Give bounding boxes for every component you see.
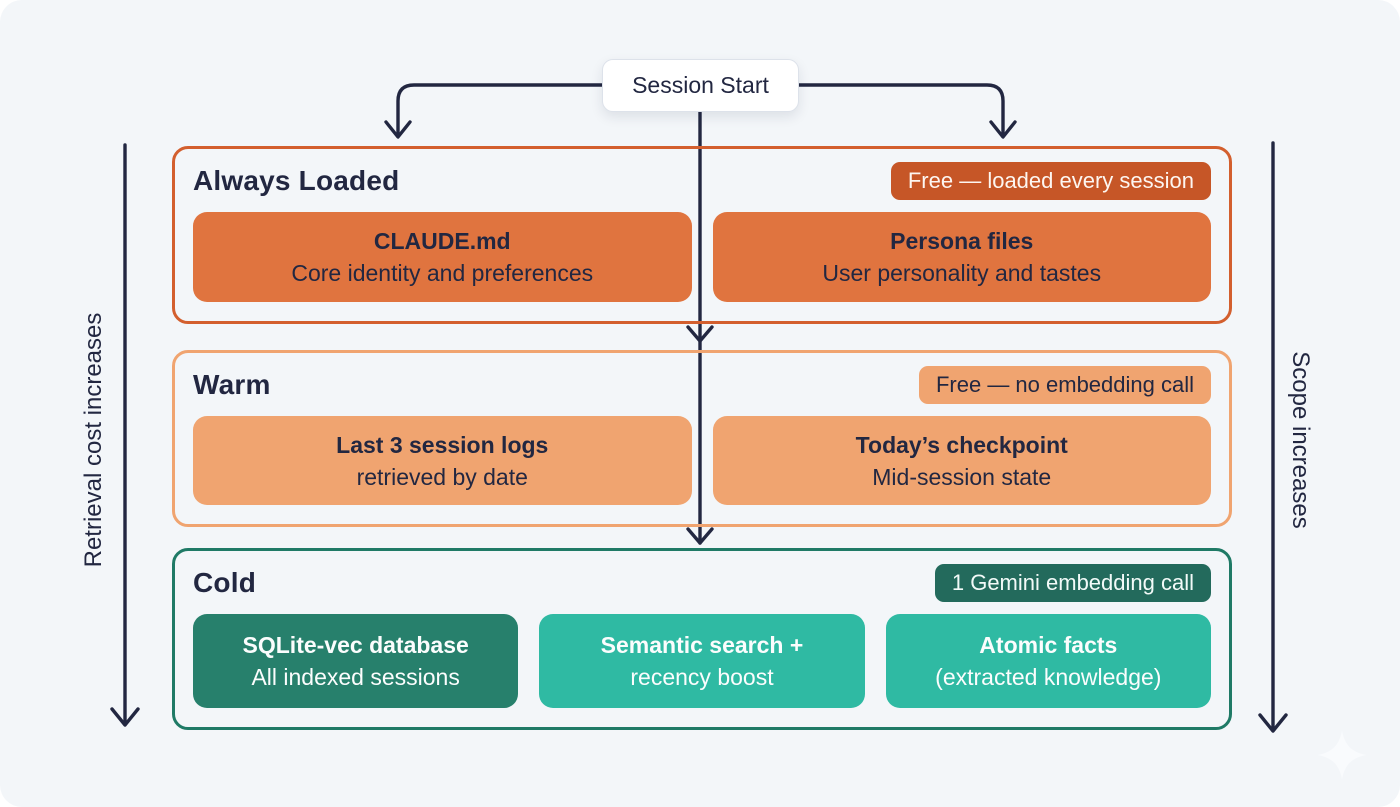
card-title: Today’s checkpoint xyxy=(855,431,1068,458)
card-session-logs: Last 3 session logs retrieved by date xyxy=(193,416,692,505)
card-title: Semantic search + xyxy=(600,632,804,658)
tier-always-loaded: Always Loaded Free — loaded every sessio… xyxy=(172,146,1232,324)
card-title: Last 3 session logs xyxy=(336,431,549,458)
session-start-label: Session Start xyxy=(632,72,769,98)
card-title: Atomic facts xyxy=(979,632,1118,658)
card-title: Persona files xyxy=(890,228,1034,254)
tier-cold-title: Cold xyxy=(193,567,257,599)
card-title: CLAUDE.md xyxy=(373,228,511,254)
right-axis-label: Scope increases xyxy=(1287,351,1314,529)
session-start-node: Session Start xyxy=(602,59,799,112)
tier-cold-badge: 1 Gemini embedding call xyxy=(934,564,1211,603)
card-semantic-search: Semantic search + recency boost xyxy=(539,614,865,708)
card-claude-md: CLAUDE.md Core identity and preferences xyxy=(193,212,692,302)
card-persona-files: Persona files User personality and taste… xyxy=(712,212,1211,302)
tier-warm-badge: Free — no embedding call xyxy=(918,366,1211,405)
tier-cold: Cold 1 Gemini embedding call SQLite-vec … xyxy=(172,548,1232,730)
card-subtitle: Core identity and preferences xyxy=(291,260,594,287)
card-subtitle: All indexed sessions xyxy=(251,664,460,691)
tier-warm-title: Warm xyxy=(193,369,271,401)
card-subtitle: (extracted knowledge) xyxy=(935,664,1162,691)
tier-always-loaded-cards: CLAUDE.md Core identity and preferences … xyxy=(193,212,1211,302)
tier-cold-cards: SQLite-vec database All indexed sessions… xyxy=(193,614,1211,708)
card-title: SQLite-vec database xyxy=(242,632,469,658)
tier-warm-header: Warm Free — no embedding call xyxy=(193,366,1211,405)
left-axis-label: Retrieval cost increases xyxy=(80,312,107,568)
tier-warm-cards: Last 3 session logs retrieved by date To… xyxy=(193,416,1211,505)
card-subtitle: Mid-session state xyxy=(872,463,1052,490)
card-sqlite-vec-database: SQLite-vec database All indexed sessions xyxy=(193,614,519,708)
sparkle-icon xyxy=(1318,731,1366,779)
card-todays-checkpoint: Today’s checkpoint Mid-session state xyxy=(712,416,1211,505)
tier-warm: Warm Free — no embedding call Last 3 ses… xyxy=(172,350,1232,527)
tier-always-loaded-header: Always Loaded Free — loaded every sessio… xyxy=(193,162,1211,201)
card-subtitle: User personality and tastes xyxy=(822,260,1102,287)
tier-always-loaded-badge: Free — loaded every session xyxy=(890,162,1211,201)
card-atomic-facts: Atomic facts (extracted knowledge) xyxy=(885,614,1211,708)
card-subtitle: recency boost xyxy=(630,664,774,691)
card-subtitle: retrieved by date xyxy=(356,463,528,490)
tier-cold-header: Cold 1 Gemini embedding call xyxy=(193,564,1211,603)
tier-always-loaded-title: Always Loaded xyxy=(193,165,400,197)
